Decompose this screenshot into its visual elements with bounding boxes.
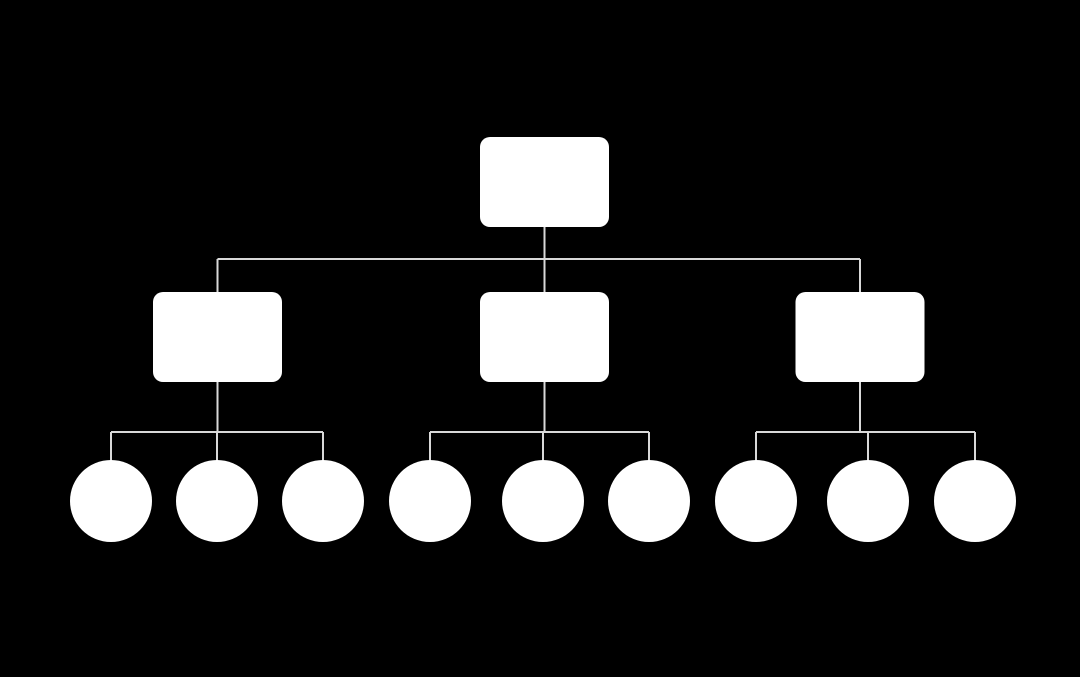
leaf-node — [176, 460, 258, 542]
leaf-node — [934, 460, 1016, 542]
leaf-node — [608, 460, 690, 542]
diagram-nodes — [70, 137, 1016, 542]
root-node — [480, 137, 609, 227]
child-node — [153, 292, 282, 382]
leaf-node — [282, 460, 364, 542]
leaf-node — [827, 460, 909, 542]
leaf-node — [70, 460, 152, 542]
leaf-node — [715, 460, 797, 542]
child-node — [795, 292, 925, 382]
child-node — [480, 292, 609, 382]
connector-lines — [110, 227, 976, 462]
leaf-node — [502, 460, 584, 542]
leaf-node — [389, 460, 471, 542]
